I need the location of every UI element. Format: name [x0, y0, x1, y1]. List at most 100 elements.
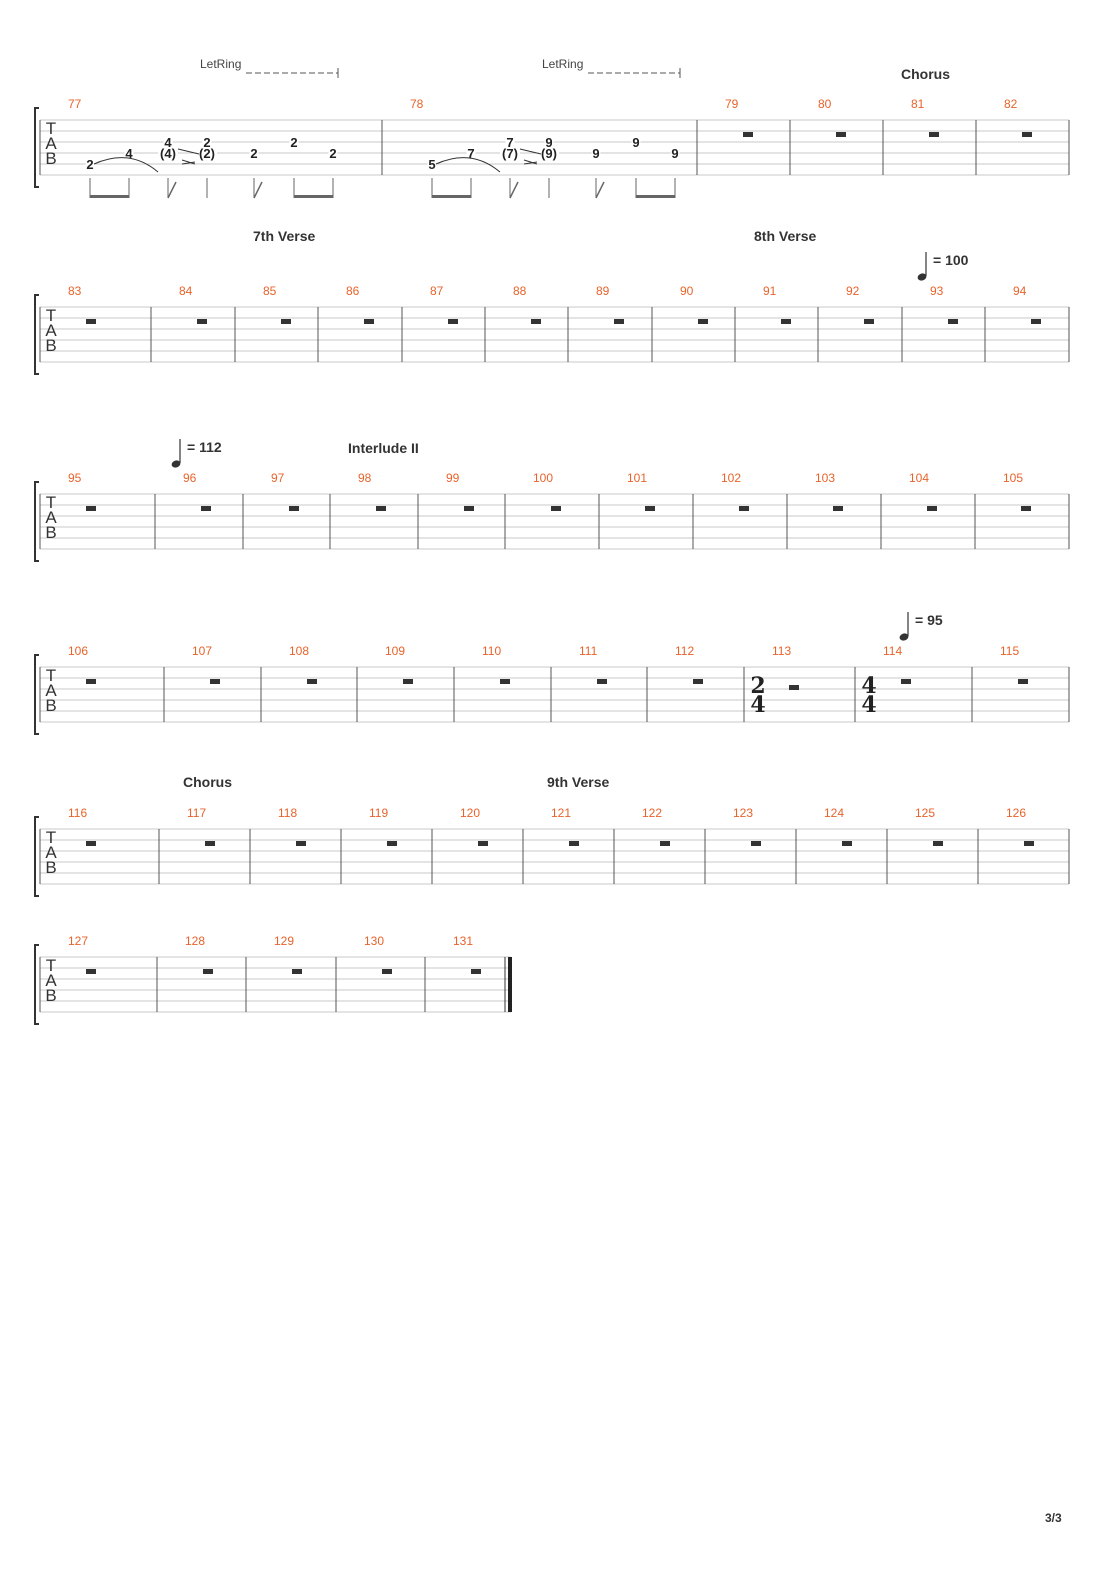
- tab-clef-letter: B: [45, 858, 56, 877]
- section-marker: 7th Verse: [253, 228, 315, 244]
- measure-number: 119: [369, 806, 388, 820]
- measure-number: 93: [930, 284, 944, 298]
- rest-symbol: [842, 841, 852, 846]
- rest-symbol: [289, 506, 299, 511]
- rest-symbol: [1022, 132, 1032, 137]
- fret-number: 2: [86, 157, 93, 172]
- tab-clef-letter: A: [45, 134, 57, 153]
- rest-symbol: [403, 679, 413, 684]
- rhythm-flag: [167, 181, 177, 199]
- rest-symbol: [203, 969, 213, 974]
- system-bracket: [34, 944, 39, 1025]
- rest-symbol: [645, 506, 655, 511]
- slide-line: [181, 161, 196, 165]
- tab-clef-letter: A: [45, 321, 57, 340]
- tempo-marking: = 100: [933, 252, 969, 268]
- measure-number: 130: [364, 934, 384, 948]
- measure-number: 106: [68, 644, 88, 658]
- fret-bg: [249, 149, 259, 160]
- fret-bg: [505, 138, 515, 149]
- slide-line: [523, 161, 538, 165]
- fret-number: (7): [502, 146, 518, 161]
- measure-number: 107: [192, 644, 212, 658]
- rest-symbol: [693, 679, 703, 684]
- measure-number: 108: [289, 644, 309, 658]
- measure-number: 117: [187, 806, 206, 820]
- tab-clef-letter: A: [45, 681, 57, 700]
- fret-number: 9: [671, 146, 678, 161]
- time-signature-top: 2: [750, 673, 765, 699]
- slide-line: [177, 148, 200, 155]
- measure-number: 125: [915, 806, 935, 820]
- measure-number: 97: [271, 471, 285, 485]
- fret-number: (9): [541, 146, 557, 161]
- tab-clef-letter: T: [46, 493, 56, 512]
- fret-number: 7: [506, 135, 513, 150]
- fret-number: 9: [632, 135, 639, 150]
- fret-bg: [158, 149, 178, 160]
- tab-clef-letter: A: [45, 508, 57, 527]
- measure-number: 90: [680, 284, 694, 298]
- fret-bg: [427, 160, 437, 171]
- time-signature-bottom: 4: [861, 692, 876, 718]
- tab-clef-letter: T: [46, 306, 56, 325]
- measure-number: 109: [385, 644, 405, 658]
- rest-symbol: [901, 679, 911, 684]
- rest-symbol: [292, 969, 302, 974]
- fret-bg: [85, 160, 95, 171]
- measure-number: 96: [183, 471, 197, 485]
- rest-symbol: [948, 319, 958, 324]
- fret-number: (2): [199, 146, 215, 161]
- page-number: 3/3: [1045, 1511, 1062, 1525]
- fret-bg: [544, 138, 554, 149]
- rhythm-flag: [509, 181, 519, 199]
- measure-number: 83: [68, 284, 82, 298]
- rest-symbol: [382, 969, 392, 974]
- quarter-note-icon: [917, 273, 927, 281]
- fret-number: 4: [164, 135, 172, 150]
- measure-number: 81: [911, 97, 925, 111]
- rest-symbol: [296, 841, 306, 846]
- system-bracket: [34, 294, 39, 375]
- rest-symbol: [1018, 679, 1028, 684]
- rest-symbol: [205, 841, 215, 846]
- measure-number: 101: [627, 471, 647, 485]
- rest-symbol: [743, 132, 753, 137]
- rest-symbol: [86, 319, 96, 324]
- fret-bg: [466, 149, 476, 160]
- rest-symbol: [86, 969, 96, 974]
- measure-number: 89: [596, 284, 610, 298]
- tab-clef-letter: B: [45, 696, 56, 715]
- fret-bg: [124, 149, 134, 160]
- rest-symbol: [86, 679, 96, 684]
- measure-number: 126: [1006, 806, 1026, 820]
- tab-clef-letter: B: [45, 336, 56, 355]
- fret-number: 2: [203, 135, 210, 150]
- measure-number: 87: [430, 284, 444, 298]
- rest-symbol: [1024, 841, 1034, 846]
- measure-number: 100: [533, 471, 553, 485]
- measure-number: 91: [763, 284, 777, 298]
- measure-number: 124: [824, 806, 844, 820]
- tempo-marking: = 112: [187, 439, 222, 455]
- tab-clef-letter: T: [46, 828, 56, 847]
- fret-number: 5: [428, 157, 435, 172]
- rest-symbol: [660, 841, 670, 846]
- rhythm-beam: [636, 195, 675, 198]
- system-bracket: [34, 481, 39, 562]
- measure-number: 111: [579, 644, 598, 658]
- fret-number: 2: [290, 135, 297, 150]
- rhythm-beam: [90, 195, 129, 198]
- tab-clef-letter: T: [46, 956, 56, 975]
- measure-number: 102: [721, 471, 741, 485]
- fret-number: 9: [592, 146, 599, 161]
- tab-clef-letter: T: [46, 666, 56, 685]
- measure-number: 120: [460, 806, 480, 820]
- fret-bg: [202, 138, 212, 149]
- measure-number: 85: [263, 284, 277, 298]
- measure-number: 121: [551, 806, 571, 820]
- tab-clef-letter: B: [45, 523, 56, 542]
- tempo-marking: = 95: [915, 612, 943, 628]
- rhythm-flag: [253, 181, 263, 199]
